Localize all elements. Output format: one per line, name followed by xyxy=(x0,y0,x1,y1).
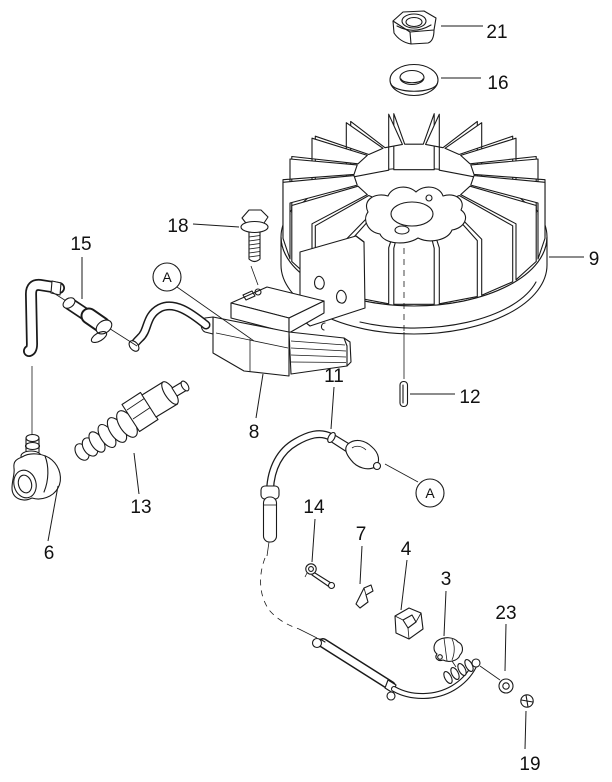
callout-13: 13 xyxy=(130,497,151,518)
callout-15: 15 xyxy=(70,234,91,255)
callout-14: 14 xyxy=(303,497,325,518)
cable-spring xyxy=(443,659,474,684)
callout-3: 3 xyxy=(441,569,452,590)
leader-lines xyxy=(47,25,584,750)
callout-23: 23 xyxy=(495,603,516,624)
callout-9: 9 xyxy=(589,249,600,270)
callouts: 21 16 9 18 15 8 11 12 13 6 14 7 4 3 23 1… xyxy=(44,22,600,775)
ring-terminal xyxy=(498,678,514,694)
flange-nut xyxy=(392,10,437,45)
wire-sheath xyxy=(262,496,278,543)
flywheel-fin xyxy=(460,185,537,281)
cotter-clip xyxy=(304,563,336,590)
terminal-clip xyxy=(355,584,374,609)
washer xyxy=(389,63,439,97)
spark-plug xyxy=(74,380,190,461)
flywheel-hub xyxy=(365,186,467,244)
callout-11: 11 xyxy=(324,366,344,387)
callout-18: 18 xyxy=(167,216,188,237)
detail-a-left-label: A xyxy=(162,269,172,285)
callout-16: 16 xyxy=(487,73,508,94)
callout-19: 19 xyxy=(519,754,540,775)
elbow-tube xyxy=(23,278,65,357)
coil-core-laminations xyxy=(288,331,352,375)
callout-7: 7 xyxy=(356,524,367,545)
callout-12: 12 xyxy=(459,387,480,408)
flywheel-fin xyxy=(393,113,435,171)
flywheel xyxy=(280,113,548,379)
screw xyxy=(520,694,534,708)
detail-marker-a-wire: A xyxy=(384,463,445,508)
callout-4: 4 xyxy=(401,539,412,560)
mounting-bolt xyxy=(240,209,269,286)
breather-fitting xyxy=(51,291,138,347)
callout-8: 8 xyxy=(249,422,260,443)
stop-switch-wire xyxy=(260,430,382,639)
bolt-axis-line xyxy=(250,265,259,286)
flywheel-rim-inner-edge xyxy=(359,281,537,329)
spark-plug-hex xyxy=(121,391,159,433)
ignition-coil xyxy=(200,286,352,377)
detail-marker-a-coil: A xyxy=(152,262,255,342)
flywheel-fin xyxy=(282,175,358,260)
callout-6: 6 xyxy=(44,543,55,564)
grommet xyxy=(394,607,424,640)
coil-body xyxy=(212,316,290,377)
spark-plug-cap xyxy=(11,366,61,501)
cable-end xyxy=(391,658,501,699)
cable-conduit xyxy=(311,637,397,701)
callout-21: 21 xyxy=(486,22,507,43)
harness-path-dashed xyxy=(260,557,300,630)
flywheel-key xyxy=(399,380,409,408)
spark-plug-wire xyxy=(128,301,211,352)
flywheel-fin xyxy=(470,175,546,260)
detail-a-right-label: A xyxy=(425,485,435,501)
cable-clamp xyxy=(433,637,463,668)
